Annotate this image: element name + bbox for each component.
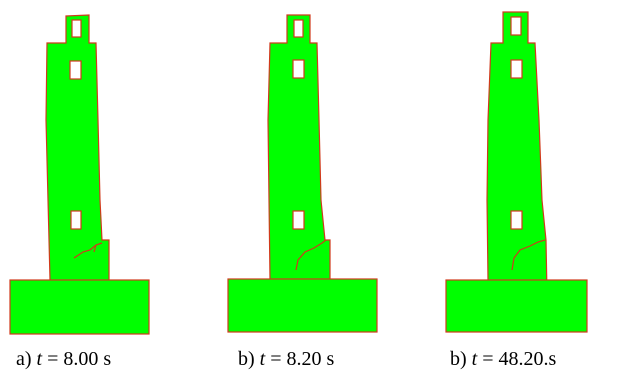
panel-c xyxy=(445,11,588,333)
window-a-low xyxy=(70,210,82,230)
caption-c: b) t = 48.20.s xyxy=(450,348,557,370)
foundation-c xyxy=(445,279,588,333)
window-a-mid xyxy=(69,60,82,80)
crack-b xyxy=(295,239,327,271)
panel-a xyxy=(9,14,150,335)
foundation-b xyxy=(227,278,378,333)
window-c-top xyxy=(510,16,522,36)
panel-b xyxy=(227,14,378,333)
crack-a xyxy=(73,242,103,259)
caption-b: b) t = 8.20 s xyxy=(238,348,335,370)
crack-c xyxy=(511,239,546,271)
window-c-low xyxy=(510,210,523,230)
window-b-low xyxy=(292,210,305,230)
tower-body-c xyxy=(486,11,548,294)
foundation-a xyxy=(9,279,150,335)
window-c-mid xyxy=(510,59,523,79)
window-a-top xyxy=(71,19,82,38)
caption-a: a) t = 8.00 s xyxy=(16,348,112,370)
tower-body-b xyxy=(267,14,331,293)
tower-body-a xyxy=(45,14,110,293)
window-b-mid xyxy=(292,59,305,79)
window-b-top xyxy=(293,19,304,38)
